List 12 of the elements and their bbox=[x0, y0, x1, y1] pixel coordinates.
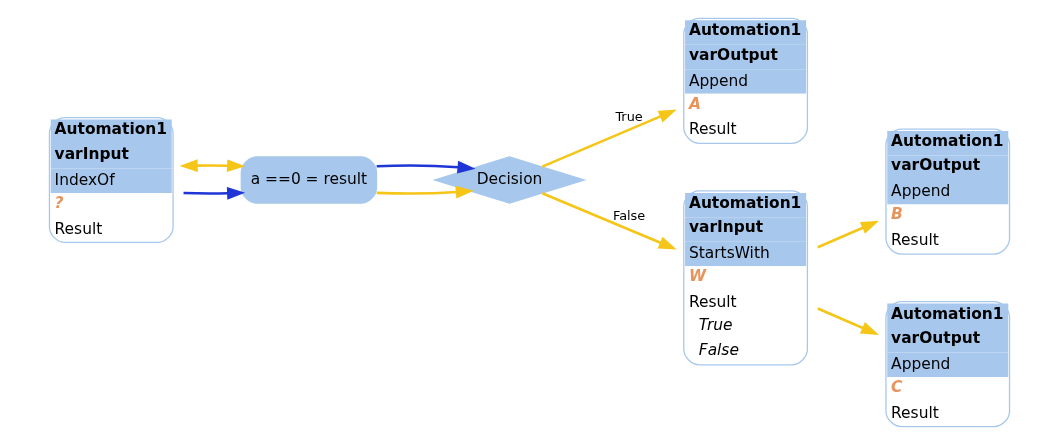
arrow bbox=[541, 109, 677, 168]
arrow bbox=[376, 185, 474, 199]
node-diamond: Decision bbox=[431, 156, 587, 204]
arrow bbox=[182, 187, 245, 200]
arrow bbox=[376, 160, 476, 174]
arrow bbox=[179, 159, 245, 173]
arrow bbox=[816, 307, 879, 335]
node-box: a ==0 = result bbox=[240, 156, 377, 204]
arrow bbox=[541, 192, 677, 250]
edge-label: False bbox=[612, 207, 645, 223]
edge-label: True bbox=[614, 108, 643, 124]
arrow bbox=[816, 220, 879, 249]
